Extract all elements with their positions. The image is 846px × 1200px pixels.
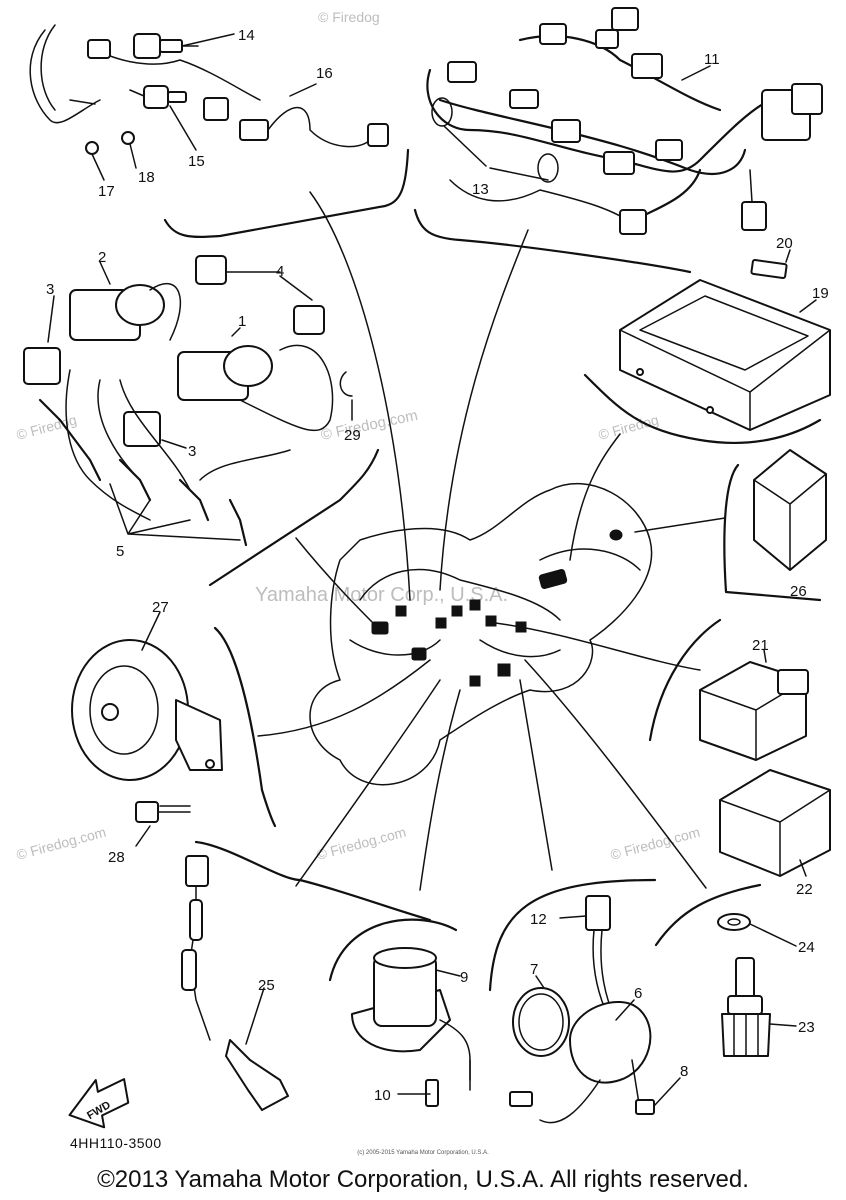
callout-28: 28 bbox=[108, 849, 125, 866]
callout-4: 4 bbox=[276, 263, 284, 280]
relay-26 bbox=[753, 449, 827, 571]
forward-arrow-icon: FWD bbox=[68, 1078, 130, 1129]
wire-harness-assembly bbox=[426, 7, 823, 235]
watermark-site: © Firedog.com bbox=[315, 824, 408, 863]
callout-8: 8 bbox=[680, 1063, 688, 1080]
pickup-coil-assembly bbox=[509, 895, 655, 1124]
part-code: 4HH110-3500 bbox=[70, 1135, 162, 1151]
relay-21 bbox=[699, 661, 809, 761]
callout-21: 21 bbox=[752, 637, 769, 654]
horn-assembly bbox=[71, 639, 223, 823]
thermo-switch-assembly bbox=[717, 913, 771, 1057]
neutral-switch-assembly bbox=[29, 24, 389, 155]
ignition-coil-assembly bbox=[23, 255, 353, 547]
callout-22: 22 bbox=[796, 881, 813, 898]
callout-26: 26 bbox=[790, 583, 807, 600]
callout-leaders bbox=[47, 33, 817, 1107]
small-copyright: (c) 2005-2015 Yamaha Motor Corporation, … bbox=[357, 1150, 489, 1156]
ecu-assembly bbox=[619, 258, 831, 431]
motorcycle-frame-outline bbox=[309, 482, 653, 786]
callout-13: 13 bbox=[472, 181, 489, 198]
callout-12: 12 bbox=[530, 911, 547, 928]
copyright-footer: ©2013 Yamaha Motor Corporation, U.S.A. A… bbox=[97, 1166, 749, 1193]
callout-17: 17 bbox=[98, 183, 115, 200]
callout-3: 3 bbox=[46, 281, 54, 298]
callout-23: 23 bbox=[798, 1019, 815, 1036]
callout-18: 18 bbox=[138, 169, 155, 186]
callout-5: 5 bbox=[116, 543, 124, 560]
oxygen-sensor-assembly bbox=[181, 855, 289, 1111]
callout-6: 6 bbox=[634, 985, 642, 1002]
callout-24: 24 bbox=[798, 939, 815, 956]
watermark-site: © Firedog bbox=[318, 9, 380, 25]
watermark-site: © Firedog.com bbox=[319, 407, 419, 444]
relay-22 bbox=[719, 769, 831, 877]
callout-19: 19 bbox=[812, 285, 829, 302]
callout-15: 15 bbox=[188, 153, 205, 170]
watermark-site: © Firedog.com bbox=[15, 824, 108, 863]
watermark-site: © Firedog.com bbox=[609, 824, 702, 863]
callout-7: 7 bbox=[530, 961, 538, 978]
watermark-center: Yamaha Motor Corp., U.S.A. bbox=[255, 584, 508, 606]
callout-14: 14 bbox=[238, 27, 255, 44]
callout-27: 27 bbox=[152, 599, 169, 616]
callout-29: 29 bbox=[344, 427, 361, 444]
callout-2: 2 bbox=[98, 249, 106, 266]
callout-11: 11 bbox=[704, 51, 720, 68]
callout-3: 3 bbox=[188, 443, 196, 460]
callout-16: 16 bbox=[316, 65, 333, 82]
callout-25: 25 bbox=[258, 977, 275, 994]
callout-10: 10 bbox=[374, 1087, 391, 1104]
callout-1: 1 bbox=[238, 313, 246, 330]
sender-unit-assembly bbox=[351, 947, 471, 1107]
callout-20: 20 bbox=[776, 235, 793, 252]
callout-9: 9 bbox=[460, 969, 468, 986]
callout-labels: 1 2 3 3 4 5 6 7 8 9 10 11 12 13 14 15 16… bbox=[46, 27, 829, 1104]
bracket-lines bbox=[163, 148, 822, 992]
